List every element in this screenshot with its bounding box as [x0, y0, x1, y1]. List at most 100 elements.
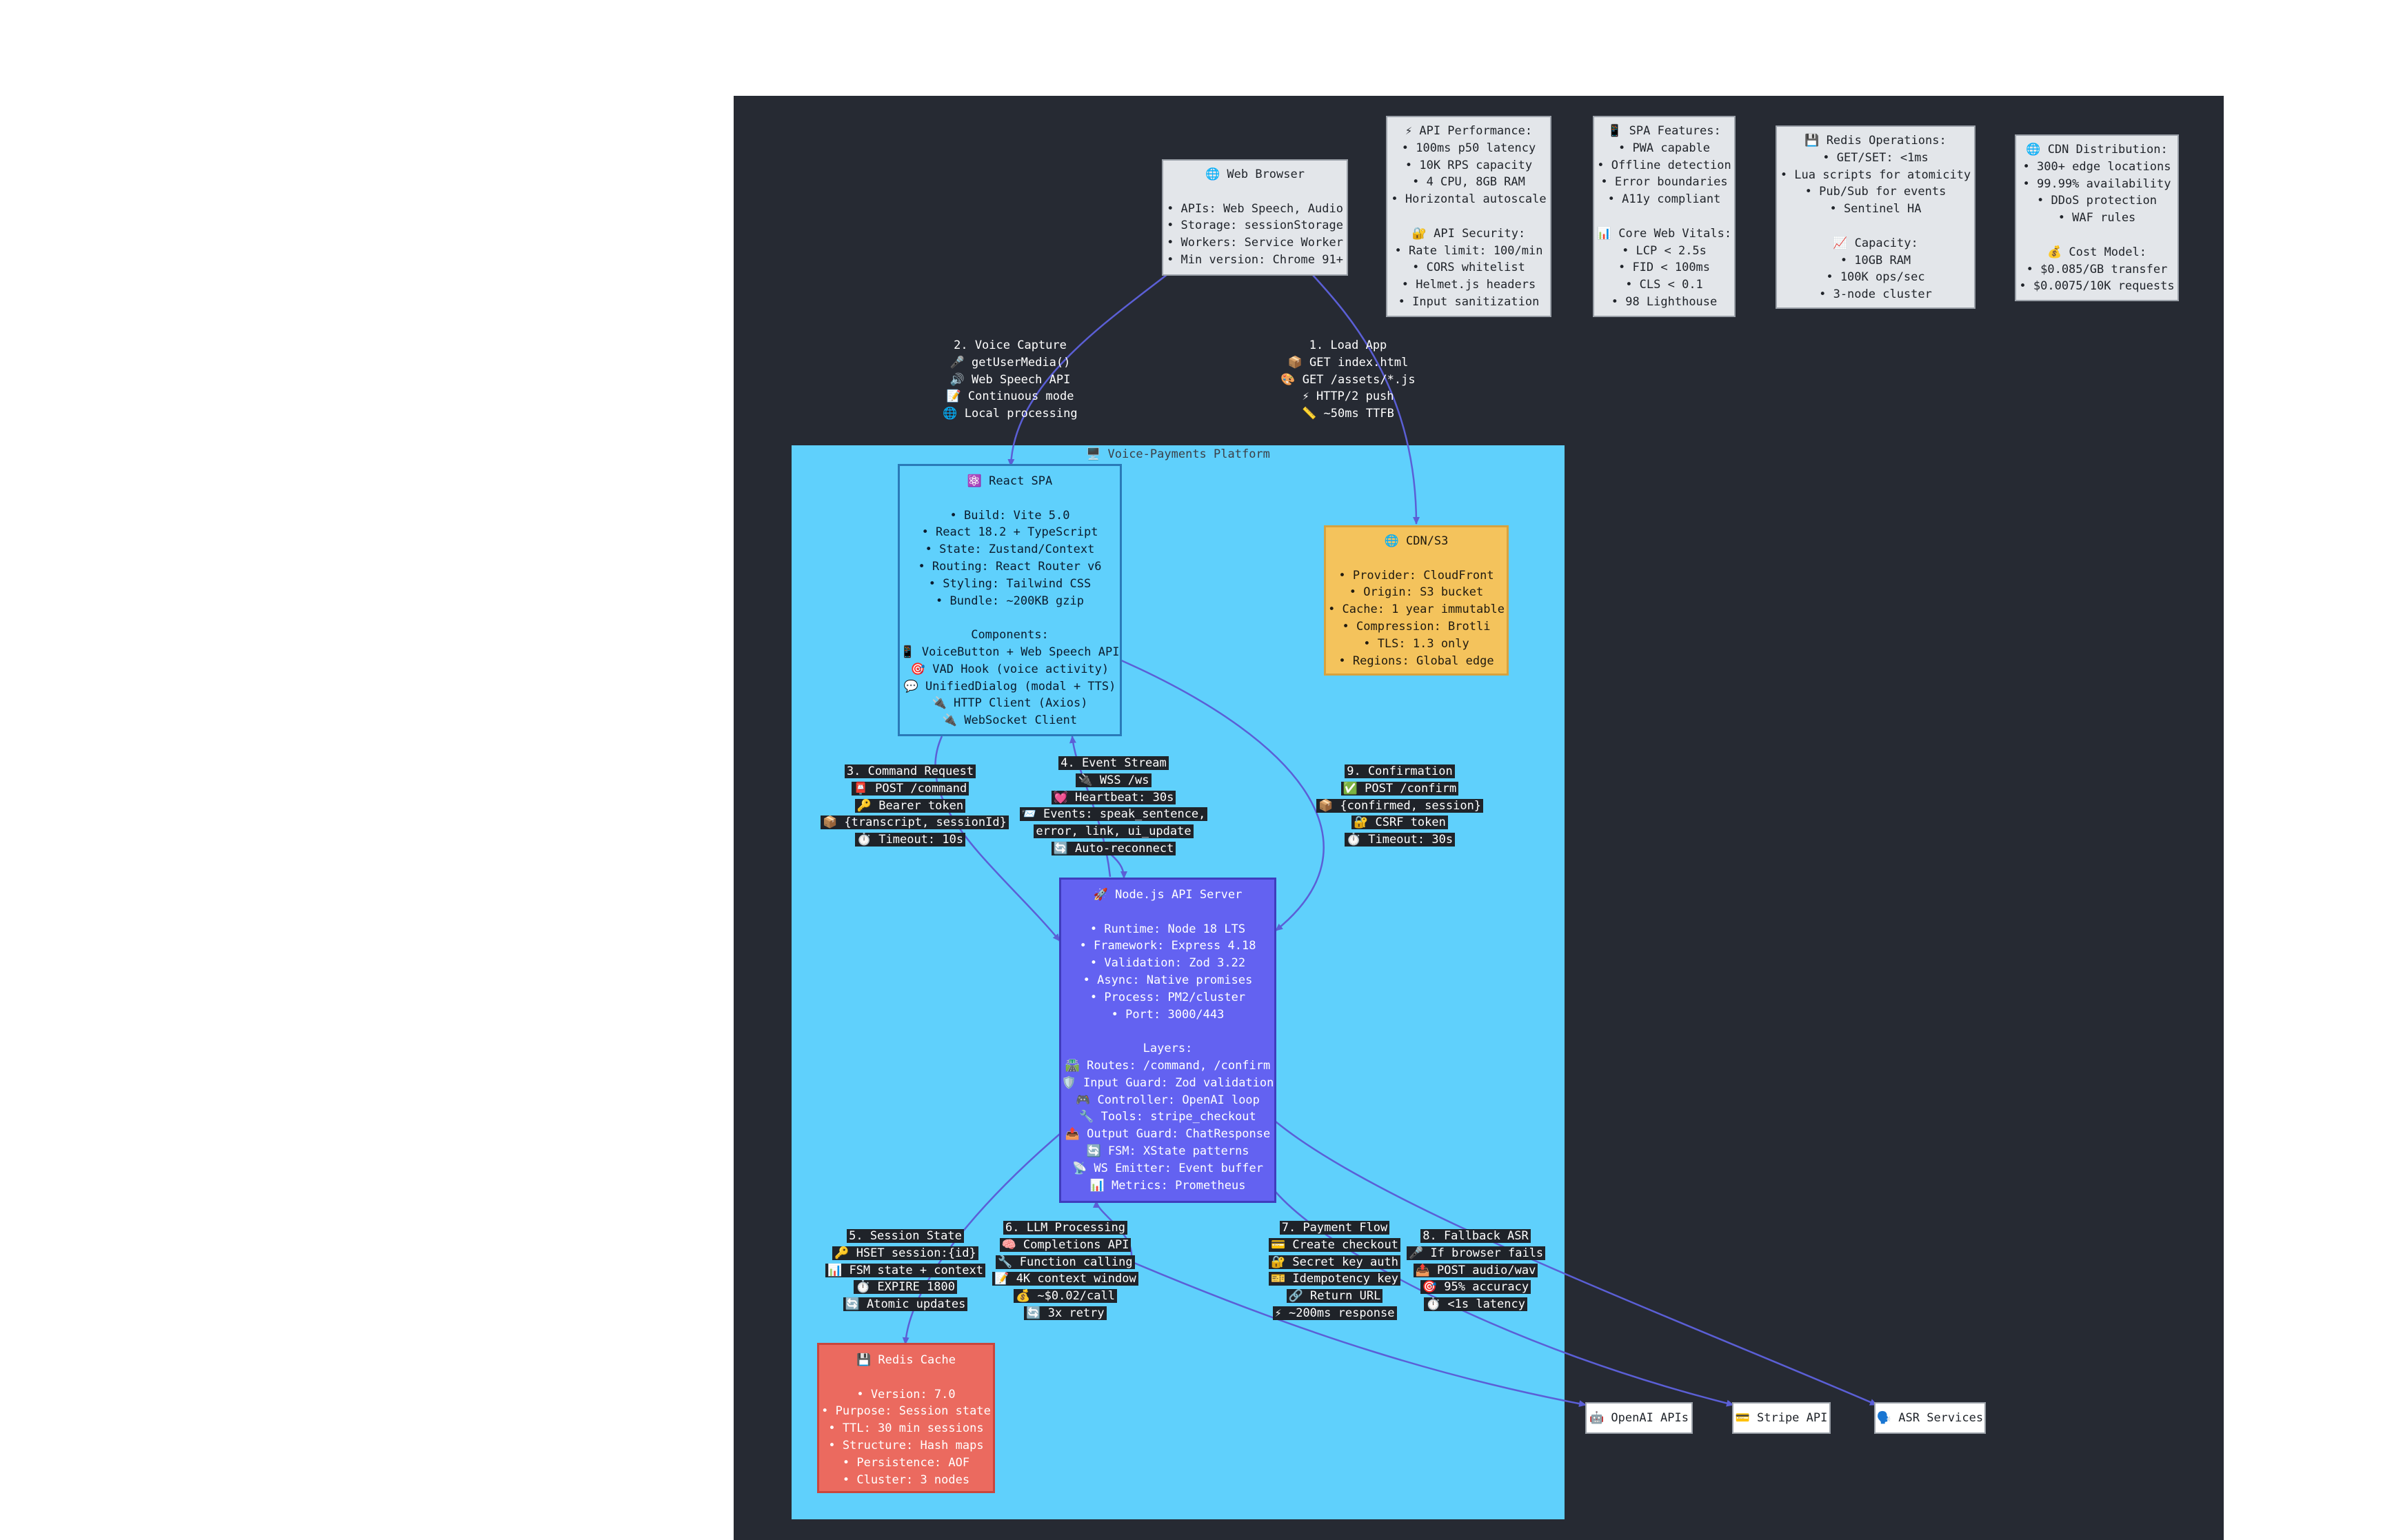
cdn-s3-node: 🌐 CDN/S3 • Provider: CloudFront • Origin: … — [1324, 525, 1509, 676]
n-spa-text: • State: Zustand/Context — [925, 543, 1095, 557]
api-performance-note: ⚡ API Performance:• 100ms p50 latency• 1… — [1386, 116, 1551, 317]
n-spa_features-text: • LCP < 2.5s — [1622, 243, 1707, 258]
e-llm-line: 🔄 3x retry — [986, 1305, 1145, 1322]
n-cdn-text: • Provider: CloudFront — [1338, 568, 1494, 582]
n-spa_features-text: • Error boundaries — [1600, 175, 1728, 190]
n-redis_ops-text: • Pub/Sub for events — [1804, 185, 1947, 199]
e-load_app-text: ⚡ HTTP/2 push — [1302, 389, 1394, 404]
n-api-text: 🛣️ Routes: /command, /confirm — [1065, 1058, 1271, 1073]
e-fallback-text: 📤 POST audio/wav — [1413, 1263, 1538, 1277]
n-spa-text: 🔌 WebSocket Client — [942, 713, 1078, 728]
e-command-text: 3. Command Request — [844, 764, 976, 778]
nodejs-api-server-node: 🚀 Node.js API Server• Runtime: Node 18 L… — [1059, 878, 1276, 1203]
n-spa-text: • Bundle: ~200KB gzip — [936, 594, 1084, 608]
n-browser-text: • APIs: Web Speech, Audio — [1167, 201, 1343, 216]
n-redis_ops-text: • 10GB RAM — [1840, 253, 1911, 267]
n-api-text: • Async: Native promises — [1083, 973, 1253, 987]
n-redis_ops-text: 💾 Redis Operations: — [1804, 134, 1947, 148]
e-event_stream-text: error, link, ui_update — [1034, 824, 1194, 839]
n-redis_ops-text: • Lua scripts for atomicity — [1780, 168, 1971, 182]
n-redis-line — [819, 1369, 993, 1386]
n-redis_ops-text: • 3-node cluster — [1819, 287, 1932, 302]
e-confirmation-text: ✅ POST /confirm — [1340, 781, 1459, 796]
payment-flow-label: 7. Payment Flow💳 Create checkout🔐 Secret… — [1260, 1219, 1409, 1322]
e-payment-text: 7. Payment Flow — [1279, 1221, 1390, 1235]
e-payment-line: 🎫 Idempotency key — [1260, 1270, 1409, 1288]
e-session_state-text: 📊 FSM state + context — [825, 1263, 985, 1277]
n-redis-text: • TTL: 30 min sessions — [828, 1421, 984, 1436]
e-session_state-text: 5. Session State — [847, 1229, 964, 1243]
n-cdn-text: • Cache: 1 year immutable — [1328, 602, 1505, 617]
n-spa-text: • Routing: React Router v6 — [918, 559, 1102, 574]
n-api-text: Layers: — [1143, 1042, 1193, 1056]
n-browser-line — [1163, 183, 1347, 201]
n-api_perf-text: • 4 CPU, 8GB RAM — [1412, 175, 1525, 190]
n-cdn-text: • Compression: Brotli — [1342, 619, 1491, 634]
voice-capture-label: 2. Voice Capture🎤 getUserMedia()🔊 Web Sp… — [941, 337, 1079, 423]
e-session_state-line: 📊 FSM state + context — [816, 1262, 995, 1279]
redis-cache-node: 💾 Redis Cache• Version: 7.0• Purpose: Se… — [817, 1343, 995, 1493]
e-load_app-text: 1. Load App — [1309, 338, 1387, 352]
e-event_stream-line: 🔌 WSS /ws — [1010, 772, 1217, 789]
edge-llm-to-openai — [1130, 1260, 1587, 1408]
n-cdn-text: 🌐 CDN/S3 — [1384, 534, 1449, 548]
e-payment-line: ⚡ ~200ms response — [1260, 1305, 1409, 1322]
e-llm-text: 🧠 Completions API — [999, 1237, 1132, 1252]
stripe-api-node: 💳 Stripe API — [1732, 1402, 1831, 1434]
n-redis-text: • Purpose: Session state — [821, 1404, 991, 1419]
e-session_state-line: 5. Session State — [816, 1228, 995, 1245]
n-cdn_dist-text: • 300+ edge locations — [2022, 159, 2171, 174]
web-browser-node: 🌐 Web Browser• APIs: Web Speech, Audio• … — [1162, 159, 1348, 276]
n-spa_features-line — [1594, 208, 1734, 225]
asr-services-node: 🗣️ ASR Services — [1874, 1402, 1986, 1434]
e-command-line: ⏱️ Timeout: 10s — [821, 831, 1000, 849]
asr-services-label: 🗣️ ASR Services — [1876, 1410, 1984, 1425]
n-browser-text: • Storage: sessionStorage — [1167, 219, 1343, 233]
n-api_perf-text: • CORS whitelist — [1412, 261, 1525, 275]
confirmation-label: 9. Confirmation✅ POST /confirm📦 {confirm… — [1310, 763, 1489, 849]
e-fallback-text: ⏱️ <1s latency — [1424, 1297, 1527, 1312]
e-confirmation-text: 📦 {confirmed, session} — [1316, 798, 1484, 813]
llm-processing-label: 6. LLM Processing🧠 Completions API🔧 Func… — [986, 1219, 1145, 1322]
e-llm-line: 💰 ~$0.02/call — [986, 1288, 1145, 1305]
n-redis_ops-text: • 100K ops/sec — [1826, 270, 1925, 285]
e-session_state-text: 🔑 HSET session:{id} — [832, 1246, 978, 1260]
e-session_state-line: 🔑 HSET session:{id} — [816, 1245, 995, 1262]
n-browser-text: • Min version: Chrome 91+ — [1167, 252, 1343, 267]
n-spa_features-text: • PWA capable — [1618, 141, 1711, 155]
e-voice_capture-text: 🎤 getUserMedia() — [949, 355, 1071, 369]
n-browser-text: • Workers: Service Worker — [1167, 236, 1343, 250]
n-cdn-text: • Origin: S3 bucket — [1349, 585, 1484, 600]
e-fallback-text: 8. Fallback ASR — [1420, 1229, 1531, 1243]
e-event_stream-text: 💓 Heartbeat: 30s — [1051, 790, 1176, 804]
n-api-text: • Process: PM2/cluster — [1089, 990, 1246, 1004]
n-api_perf-text: • 10K RPS capacity — [1405, 158, 1533, 172]
e-command-text: 📮 POST /command — [851, 781, 969, 796]
n-api-text: 🛡️ Input Guard: Zod validation — [1061, 1075, 1274, 1090]
n-cdn-text: • TLS: 1.3 only — [1363, 636, 1469, 651]
n-cdn_dist-text: • $0.085/GB transfer — [2026, 262, 2168, 276]
n-api-text: • Validation: Zod 3.22 — [1089, 956, 1246, 971]
e-llm-line: 📝 4K context window — [986, 1270, 1145, 1288]
n-redis-text: • Cluster: 3 nodes — [842, 1472, 970, 1487]
n-spa-text: Components: — [971, 628, 1049, 642]
n-spa-text: • Build: Vite 5.0 — [949, 508, 1070, 523]
n-api_perf-text: • 100ms p50 latency — [1401, 141, 1536, 155]
e-fallback-line: ⏱️ <1s latency — [1407, 1296, 1545, 1313]
n-spa-line — [900, 490, 1120, 507]
n-spa-text: 💬 UnifiedDialog (modal + TTS) — [903, 679, 1116, 693]
openai-apis-node: 🤖 OpenAI APIs — [1585, 1402, 1693, 1434]
e-payment-text: ⚡ ~200ms response — [1272, 1306, 1397, 1320]
e-llm-line: 6. LLM Processing — [986, 1219, 1145, 1237]
cdn-distribution-note: 🌐 CDN Distribution:• 300+ edge locations… — [2015, 134, 2179, 301]
command-request-label: 3. Command Request📮 POST /command🔑 Beare… — [821, 763, 1009, 849]
platform-title: 🖥️ Voice-Payments Platform — [1086, 447, 1270, 461]
e-llm-text: 6. LLM Processing — [1003, 1221, 1127, 1235]
n-api-text: 📡 WS Emitter: Event buffer — [1072, 1161, 1264, 1175]
e-payment-text: 🔐 Secret key auth — [1269, 1255, 1400, 1269]
e-fallback-line: 📤 POST audio/wav — [1407, 1262, 1545, 1279]
e-fallback-text: 🎯 95% accuracy — [1420, 1280, 1531, 1295]
fallback-asr-label: 8. Fallback ASR🎤 If browser fails📤 POST … — [1407, 1228, 1546, 1313]
e-fallback-line: 8. Fallback ASR — [1407, 1228, 1545, 1245]
n-redis-text: • Persistence: AOF — [842, 1455, 970, 1470]
